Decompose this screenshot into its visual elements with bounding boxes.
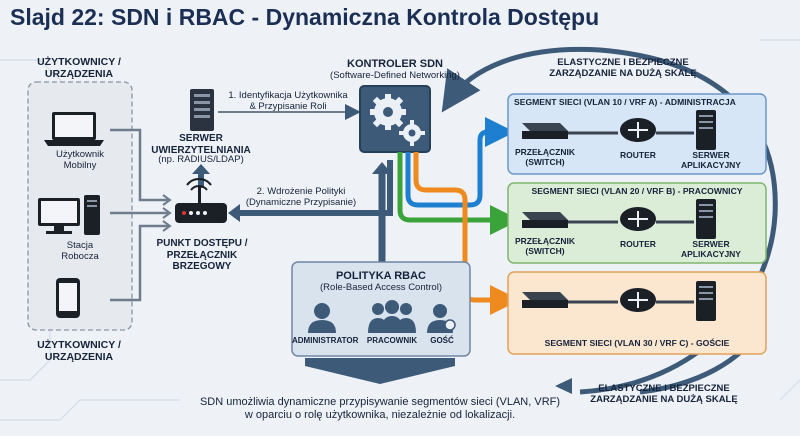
role-administrator-label: ADMINISTRATOR [292, 336, 359, 345]
controller-label: KONTROLER SDN [347, 58, 443, 70]
segment-worker-router-label: ROUTER [620, 239, 656, 249]
segment-admin-router-label: ROUTER [620, 150, 656, 160]
policy-sub: (Role-Based Access Control) [320, 282, 442, 293]
router-icon [620, 207, 656, 231]
slide-title: Slajd 22: SDN i RBAC - Dynamiczna Kontro… [10, 4, 600, 30]
laptop-icon [44, 112, 104, 146]
app-server-icon [696, 199, 716, 239]
users-heading-bottom: UŻYTKOWNICY /URZĄDZENIA [37, 339, 121, 364]
router-icon [620, 118, 656, 142]
users-heading-top: UŻYTKOWNICY /URZĄDZENIA [37, 56, 121, 81]
segment-worker-switch-label: PRZEŁĄCZNIK(SWITCH) [515, 236, 575, 256]
footer-caption: SDN umożliwia dynamiczne przypisywanie s… [199, 396, 561, 421]
role-guest-label: GOŚĆ [430, 336, 454, 345]
switch-icon [522, 123, 568, 139]
administrator-icon [308, 303, 336, 333]
gears-icon [370, 94, 425, 146]
policy-to-controller-arrowhead [372, 162, 392, 174]
step2-label: 2. Wdrożenie Polityki(Dynamiczne Przypis… [245, 186, 357, 208]
router-icon [620, 288, 656, 312]
access-point-icon [175, 178, 227, 223]
link-worker-segment [397, 152, 520, 235]
app-server-icon [696, 110, 716, 150]
management-cycle-arrowhead [555, 378, 572, 394]
guest-icon [427, 304, 456, 333]
workstation-icon [38, 195, 100, 235]
segment-admin-title: SEGMENT SIECI (VLAN 10 / VRF A) - ADMINI… [514, 97, 736, 107]
auth-server-icon [190, 89, 214, 131]
role-employee-label: PRACOWNIK [366, 336, 418, 345]
controller-to-ap-arrow [238, 160, 393, 216]
employee-group-icon [368, 300, 416, 333]
ap-to-auth-arrowhead [192, 164, 210, 174]
segment-admin-switch-label: PRZEŁĄCZNIK(SWITCH) [515, 147, 575, 167]
app-server-icon [696, 281, 716, 321]
step1-label: 1. Identyfikacja Użytkownika& Przypisani… [228, 90, 348, 112]
link-admin-segment [405, 117, 515, 208]
switch-icon [522, 292, 568, 308]
segment-worker-title: SEGMENT SIECI (VLAN 20 / VRF B) - PRACOW… [531, 186, 743, 196]
segment-guest-title: SEGMENT SIECI (VLAN 30 / VRF C) - GOŚCIE [544, 338, 730, 348]
auth-server-sub: (np. RADIUS/LDAP) [158, 154, 244, 165]
segment-devices [522, 110, 716, 321]
controller-to-ap-arrowhead [228, 204, 240, 222]
switch-icon [522, 212, 568, 228]
policy-output-arrow [305, 358, 455, 384]
policy-title: POLITYKA RBAC [335, 270, 427, 282]
user-links [110, 128, 172, 302]
smartphone-icon [56, 278, 80, 318]
controller-sub: (Software-Defined Networking) [330, 70, 460, 81]
